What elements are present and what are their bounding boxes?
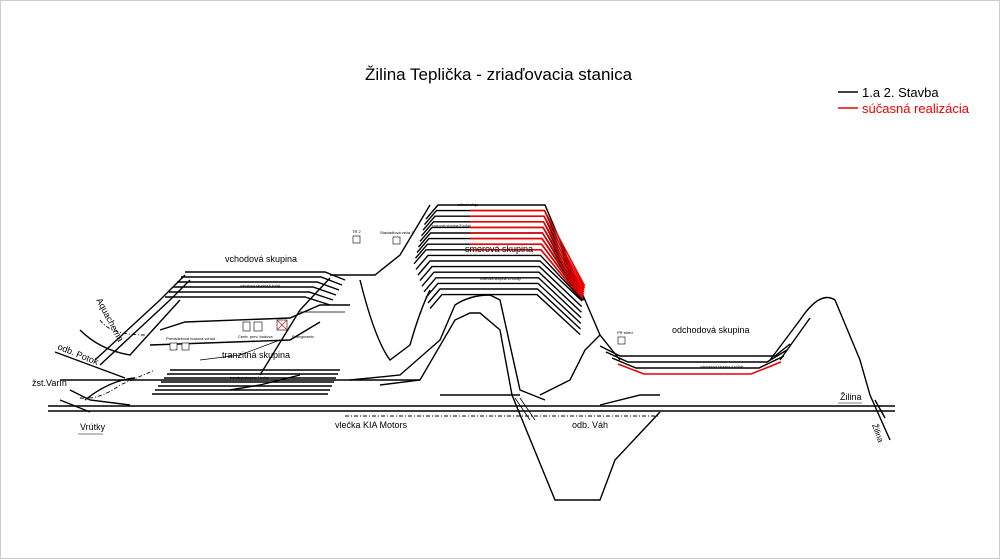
label-pr-stred: PR stred	[617, 330, 633, 335]
label-kia: vlečka KIA Motors	[335, 420, 408, 430]
building-tr2	[352, 235, 361, 244]
sorting-track-current	[470, 215, 586, 289]
connector	[149, 321, 321, 346]
label-tr2: TR 2	[352, 229, 361, 234]
label-transit-group: tranzitná skupina	[222, 350, 290, 360]
sorting-track	[419, 265, 583, 308]
connector	[84, 377, 136, 401]
building-operations	[181, 342, 190, 351]
departure-track	[599, 343, 791, 357]
sorting-track	[423, 277, 582, 319]
label-sorting-small: smerová skupina 8 koľají	[432, 224, 471, 228]
sorting-track	[427, 288, 581, 330]
bridge	[874, 399, 886, 419]
label-sorting-tracks: smerová skupina 10 koľají	[480, 277, 521, 281]
line-aquachema	[79, 299, 181, 356]
connector	[584, 299, 621, 361]
sorting-track	[417, 260, 583, 302]
legend-label: súčasná realizácia	[862, 101, 970, 116]
connector	[94, 274, 186, 361]
connector	[330, 204, 431, 276]
entry-track	[185, 271, 346, 281]
label-varin: žst.Varín	[32, 378, 67, 388]
siding	[199, 339, 281, 361]
entry-track	[165, 296, 331, 306]
entry-track	[169, 291, 334, 301]
varin-siding	[79, 369, 156, 399]
legend: 1.a 2. Stavba súčasná realizácia	[838, 85, 970, 116]
sorting-track	[429, 293, 581, 336]
label-energo: Energocentr.	[292, 334, 315, 339]
building	[242, 321, 251, 332]
label-top-tracks: náľové koľaje	[457, 203, 478, 207]
label-transit-tracks: tranzitná skupina 7 koľají	[230, 376, 269, 380]
buildings: TR 2 Staviadlová veža 1 PR stred Prevádz…	[166, 229, 633, 351]
sorting-track-current	[470, 232, 585, 295]
connector	[259, 277, 331, 376]
label-operations: Prevádzková budova vchod	[166, 336, 215, 341]
connector	[539, 334, 601, 396]
legend-label: 1.a 2. Stavba	[862, 85, 939, 100]
entry-track	[177, 281, 340, 291]
main-line	[59, 399, 91, 413]
entry-track	[181, 276, 343, 286]
label-sorting-group: smerová skupina	[465, 244, 533, 254]
main-line	[69, 389, 131, 406]
sorting-track	[425, 282, 582, 324]
departure-track	[611, 355, 785, 369]
connector	[379, 312, 661, 501]
label-vah: odb. Váh	[572, 420, 608, 430]
label-zilina: Žilina	[840, 392, 862, 402]
sorting-track-current	[470, 226, 585, 293]
building-tower1	[392, 236, 401, 245]
tracks	[48, 204, 895, 501]
sorting-track-current	[470, 243, 584, 299]
label-vrutky: Vrútky	[80, 422, 106, 432]
group-labels: vchodová skupina smerová skupina tranzit…	[222, 203, 750, 380]
bridge	[514, 397, 536, 421]
connector	[349, 294, 546, 401]
building-operations	[169, 342, 178, 351]
diagram-title: Žilina Teplička - zriaďovacia stanica	[365, 65, 633, 84]
label-entry-group: vchodová skupina	[225, 254, 297, 264]
building-central	[253, 321, 263, 332]
departure-track	[605, 349, 788, 363]
connector	[779, 317, 811, 361]
connector	[769, 296, 891, 441]
line-potok	[54, 351, 126, 379]
departure-track-current	[617, 361, 782, 375]
sorting-track-current	[470, 221, 585, 291]
label-departure-tracks: odchodová skupina 4 koľaje	[700, 365, 743, 369]
entry-track	[173, 286, 337, 296]
label-central: Centr. prev. budova	[238, 334, 273, 339]
building-pr-stred	[617, 336, 626, 345]
sorting-track	[415, 254, 583, 301]
sorting-track-current	[470, 237, 584, 297]
demolished-mark-icon	[276, 319, 288, 331]
sorting-track-current	[470, 249, 584, 301]
label-entry-tracks: vchodová skupina 6 koľají	[240, 284, 280, 288]
label-departure-group: odchodová skupina	[672, 325, 750, 335]
sorting-track-current	[470, 209, 586, 287]
connector	[359, 279, 431, 361]
sorting-track	[421, 271, 582, 313]
aquachema-siding	[99, 319, 146, 336]
label-tower1: Staviadlová veža 1	[380, 230, 414, 235]
connector	[599, 394, 660, 406]
label-aquachema: Aquachema	[94, 296, 125, 343]
